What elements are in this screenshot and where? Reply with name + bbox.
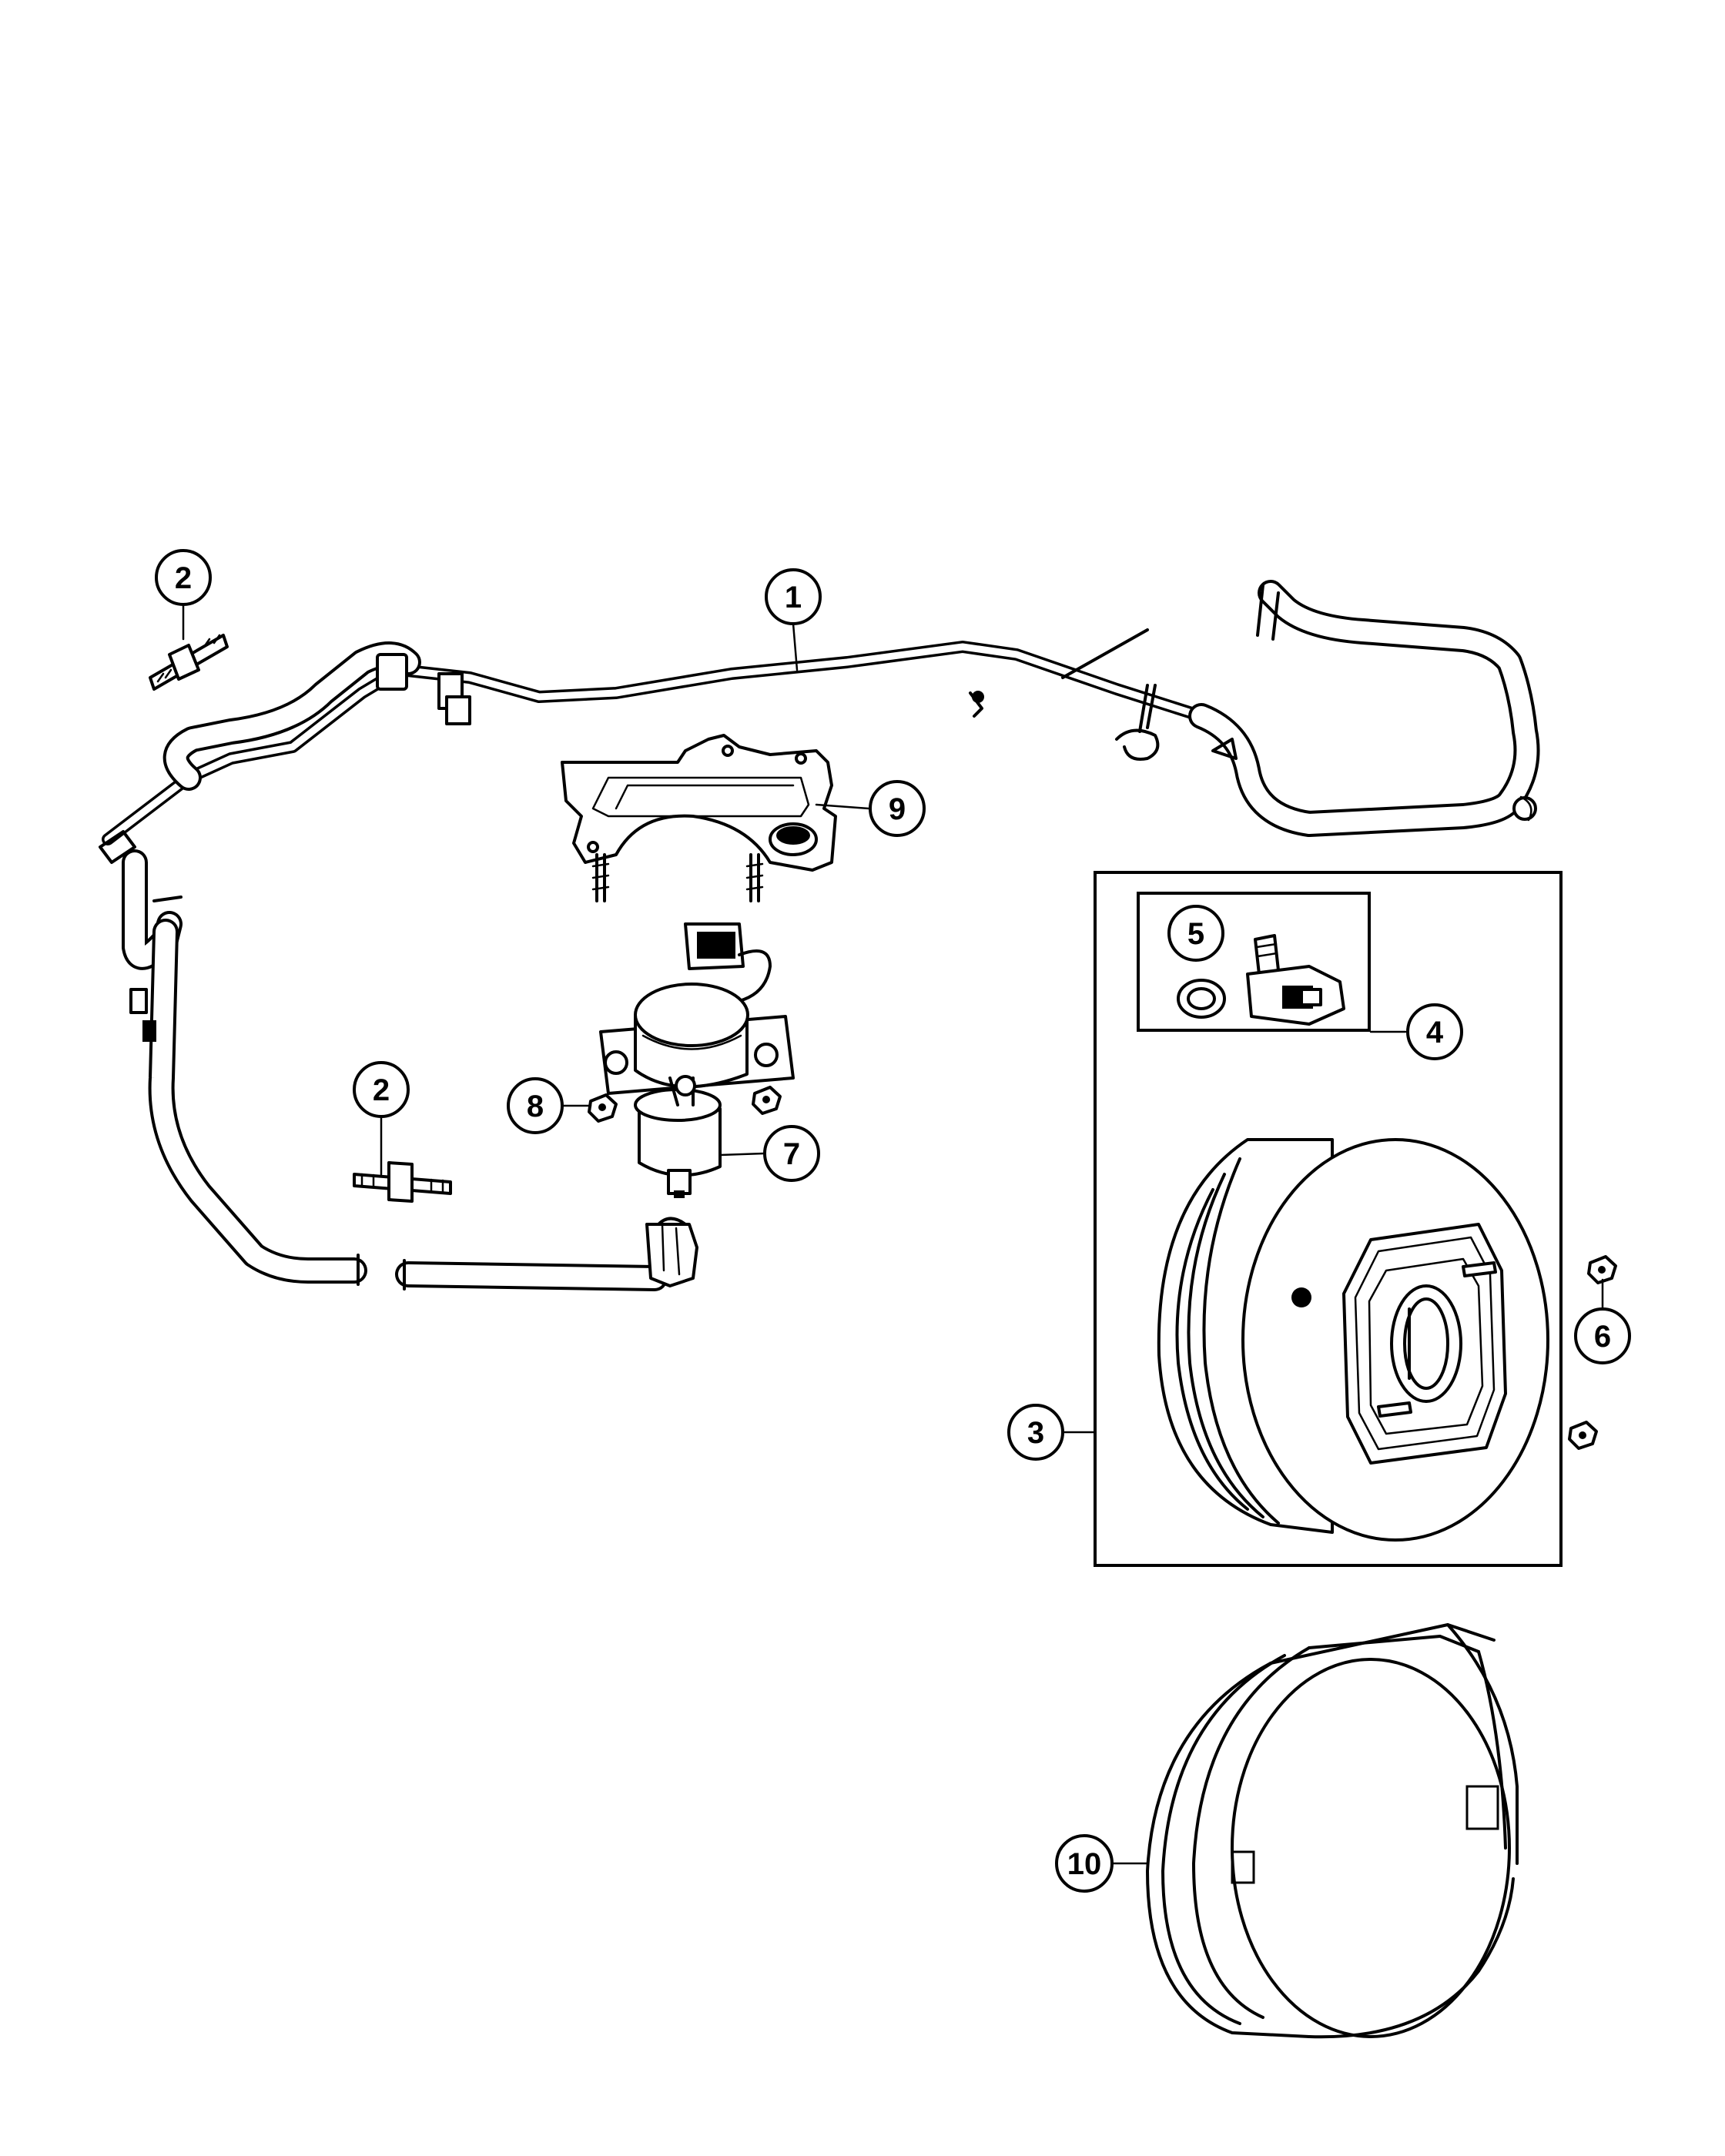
callout-5: 5 (1167, 905, 1224, 962)
callout-6-label: 6 (1594, 1320, 1611, 1354)
callout-5-label: 5 (1187, 917, 1204, 951)
leader-lines (182, 603, 1604, 1865)
callout-4: 4 (1406, 1003, 1463, 1060)
callout-9-label: 9 (889, 792, 906, 826)
check-valve-lower (353, 1161, 452, 1203)
callout-1-label: 1 (785, 581, 802, 614)
callout-1: 1 (765, 568, 822, 625)
callout-2-upper: 2 (155, 549, 212, 606)
pump-nuts (588, 1086, 782, 1123)
booster-insulator-ring (1146, 1623, 1519, 2039)
callout-8: 8 (507, 1077, 564, 1134)
check-valve-upper (149, 634, 229, 691)
callout-2-lower-label: 2 (373, 1073, 390, 1107)
callout-4-label: 4 (1426, 1016, 1444, 1050)
booster-nuts (1568, 1255, 1617, 1450)
callout-9: 9 (869, 780, 926, 837)
callout-8-label: 8 (527, 1090, 544, 1123)
vacuum-pump (599, 922, 795, 1198)
vacuum-hose-assembly (99, 580, 1540, 1291)
callout-10-label: 10 (1067, 1847, 1102, 1881)
callout-7: 7 (763, 1125, 820, 1182)
callout-3-label: 3 (1027, 1416, 1044, 1450)
callout-2-upper-label: 2 (175, 561, 192, 595)
booster-detail-box (1094, 871, 1563, 1567)
callout-10: 10 (1055, 1834, 1114, 1893)
callout-2-lower: 2 (353, 1061, 410, 1118)
callout-6: 6 (1574, 1307, 1631, 1364)
callout-3: 3 (1007, 1404, 1064, 1461)
pump-bracket (561, 734, 837, 902)
callout-7-label: 7 (783, 1137, 800, 1171)
sensor-detail-box (1137, 892, 1371, 1032)
